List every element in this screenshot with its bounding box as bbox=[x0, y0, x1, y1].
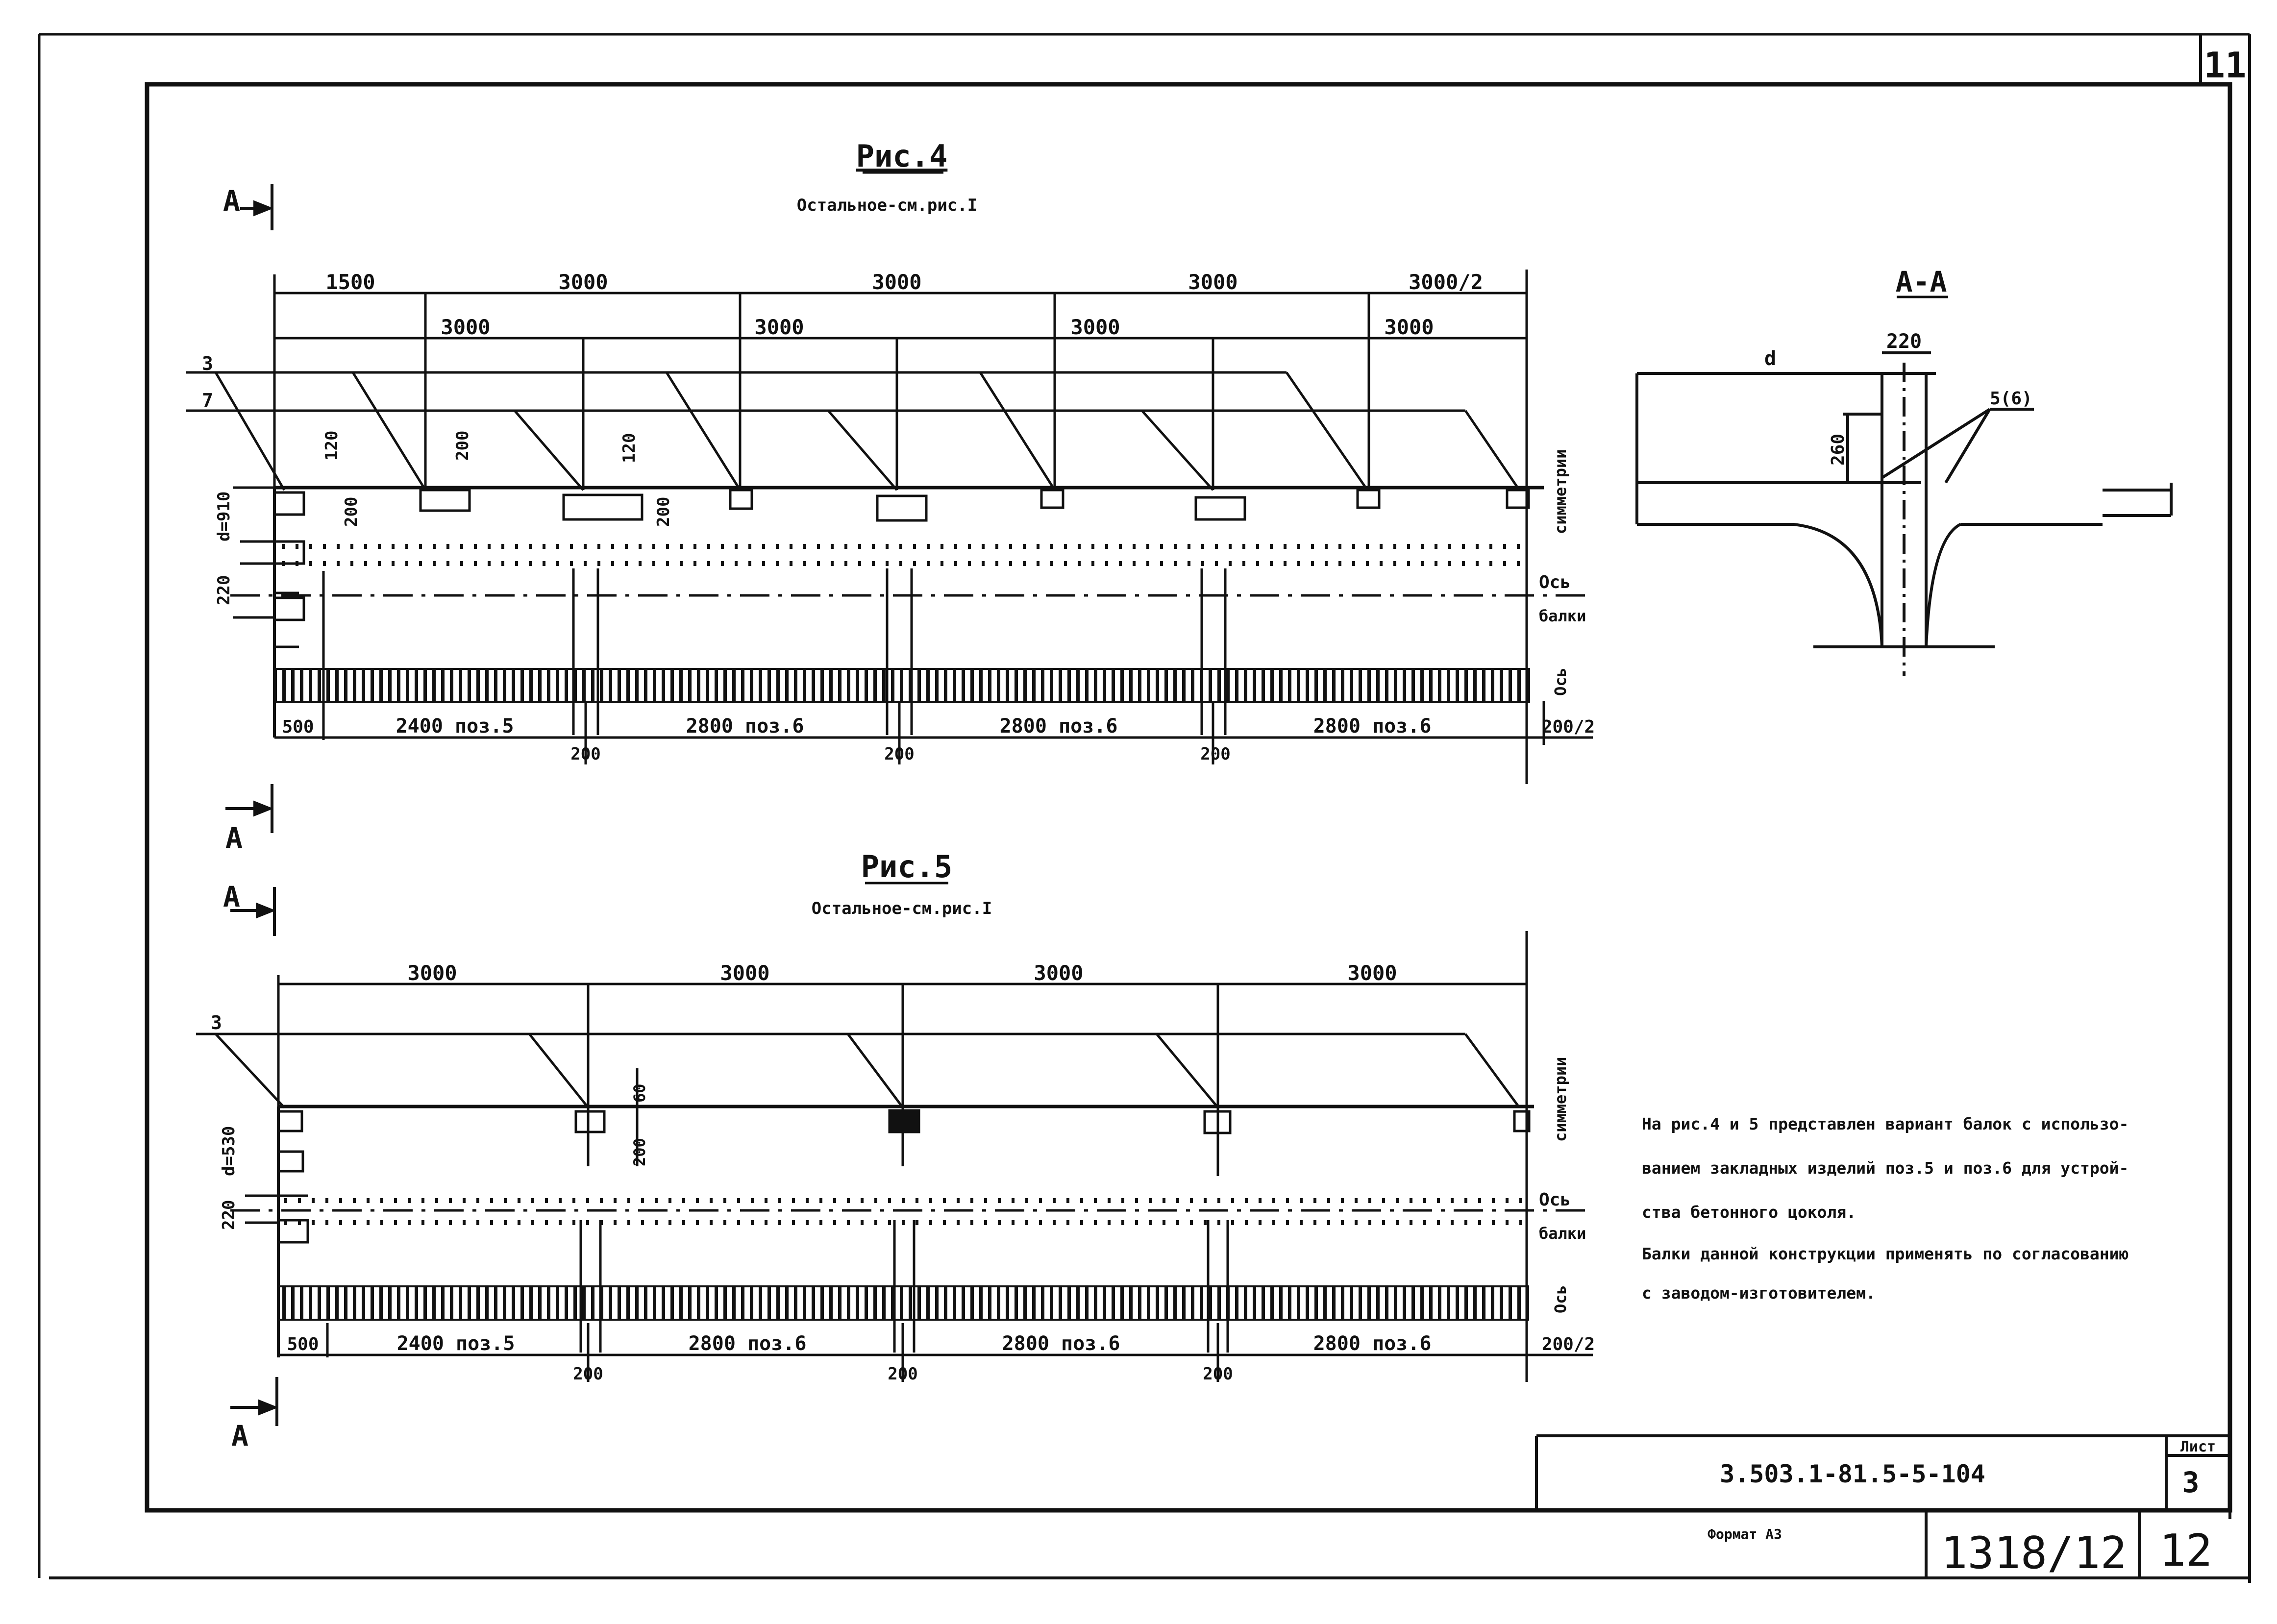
axis-label: симметрии bbox=[1551, 1057, 1570, 1142]
fig4-bottom-dim: 2800 поз.6 bbox=[1313, 715, 1432, 738]
fig4-callout: 3 bbox=[202, 353, 213, 374]
fig4-below-dim: 200 bbox=[884, 744, 914, 764]
fig4-second-dim: 3000 bbox=[1384, 315, 1434, 339]
section-aa-title: А-А bbox=[1896, 265, 1947, 298]
section-mark-bottom bbox=[225, 784, 274, 833]
fig4-small-dim: 200 bbox=[654, 497, 673, 527]
figure-4: Рис.4 Остальное-см.рис.I А А bbox=[186, 138, 1595, 855]
fig5-subtitle: Остальное-см.рис.I bbox=[812, 899, 992, 918]
fig5-dimension-lines bbox=[196, 931, 1593, 1382]
fig5-left-dim: 220 bbox=[219, 1200, 239, 1230]
reinforcement-hatch bbox=[273, 668, 1530, 703]
fig5-top-dim: 3000 bbox=[407, 961, 457, 985]
fig4-top-dim: 1500 bbox=[325, 270, 375, 294]
fig4-left-dim: d=910 bbox=[214, 492, 234, 541]
fig4-second-dim: 3000 bbox=[754, 315, 804, 339]
fig5-below-dim: 200 bbox=[573, 1364, 603, 1384]
fig5-bottom-dim: 2800 поз.6 bbox=[1002, 1332, 1120, 1355]
section-aa-height: 260 bbox=[1828, 434, 1848, 466]
section-letter-top: А bbox=[223, 880, 240, 913]
fig5-below-dim: 200 bbox=[1203, 1364, 1233, 1384]
fig4-below-dim: 200 bbox=[1200, 744, 1230, 764]
fig4-bottom-dim: 2800 поз.6 bbox=[686, 715, 804, 738]
sheet-frame bbox=[38, 33, 2251, 1583]
sheet-corner-number: 11 bbox=[2204, 45, 2247, 86]
fig5-top-dim: 3000 bbox=[720, 961, 769, 985]
fig4-top-dim: 3000/2 bbox=[1409, 270, 1483, 294]
fig4-top-dim: 3000 bbox=[1188, 270, 1238, 294]
section-mark-top bbox=[240, 184, 274, 230]
page-number: 12 bbox=[2159, 1525, 2212, 1576]
axis-label: Ось bbox=[1539, 1190, 1571, 1210]
fig4-bottom-dim: 2800 поз.6 bbox=[1000, 715, 1118, 738]
section-aa: А-А d 220 260 5(6) bbox=[1635, 265, 2173, 676]
fig5-callout: 3 bbox=[211, 1012, 222, 1033]
fig4-top-dim: 3000 bbox=[558, 270, 608, 294]
format-label: Формат А3 bbox=[1708, 1526, 1782, 1542]
fig5-bottom-dim: 2800 поз.6 bbox=[689, 1332, 807, 1355]
fig5-bottom-dim: 500 bbox=[287, 1334, 319, 1354]
fig5-bottom-dim: 2800 поз.6 bbox=[1313, 1332, 1432, 1355]
section-aa-callout: 5(6) bbox=[1990, 389, 2032, 409]
fig5-top-dim: 3000 bbox=[1034, 961, 1083, 985]
section-mark-bottom bbox=[230, 1377, 279, 1426]
section-aa-d: d bbox=[1764, 347, 1776, 370]
axis-label: Ось bbox=[1551, 1285, 1570, 1313]
fig4-inserts bbox=[273, 489, 1530, 522]
fig5-top-dim: 3000 bbox=[1347, 961, 1397, 985]
fig5-below-dim: 200 bbox=[888, 1364, 917, 1384]
fig4-second-dim: 3000 bbox=[441, 315, 490, 339]
fig5-title: Рис.5 bbox=[861, 849, 953, 885]
inventory-number: 1318/12 bbox=[1941, 1527, 2127, 1579]
fig5-inserts bbox=[277, 1068, 1531, 1166]
section-aa-width: 220 bbox=[1886, 330, 1922, 353]
axis-label: балки bbox=[1539, 607, 1586, 625]
figure-5: Рис.5 Остальное-см.рис.I А А bbox=[196, 849, 1595, 1452]
fig5-bottom-dim: 200/2 bbox=[1542, 1334, 1595, 1354]
fig4-small-dim: 120 bbox=[619, 433, 639, 463]
fig4-left-dim: 220 bbox=[214, 575, 234, 605]
fig4-small-dim: 200 bbox=[453, 431, 472, 461]
note-line: Балки данной конструкции применять по со… bbox=[1642, 1244, 2128, 1263]
section-mark-top bbox=[230, 887, 276, 936]
fig4-top-dim: 3000 bbox=[872, 270, 921, 294]
fig4-small-dim: 200 bbox=[342, 497, 361, 527]
note-line: ства бетонного цоколя. bbox=[1642, 1203, 1856, 1222]
fig5-small-dim: 60 bbox=[630, 1083, 649, 1103]
note-line: На рис.4 и 5 представлен вариант балок с… bbox=[1642, 1114, 2128, 1133]
note-line: с заводом-изготовителем. bbox=[1642, 1283, 1876, 1303]
fig4-bottom-dim: 2400 поз.5 bbox=[396, 715, 514, 738]
fig4-bottom-dim: 200/2 bbox=[1542, 717, 1595, 737]
doc-code: 3.503.1-81.5-5-104 bbox=[1720, 1460, 1985, 1488]
sheet-label: Лист bbox=[2180, 1438, 2216, 1455]
fig4-bottom-dim: 500 bbox=[282, 717, 314, 737]
axis-label: Ось bbox=[1551, 667, 1570, 696]
fig4-title: Рис.4 bbox=[856, 138, 948, 174]
fig4-below-dim: 200 bbox=[570, 744, 600, 764]
section-letter-top: А bbox=[223, 184, 240, 218]
axis-label: Ось bbox=[1539, 572, 1571, 592]
fig4-dimension-lines bbox=[186, 270, 1593, 784]
fig5-small-dim: 200 bbox=[630, 1138, 649, 1166]
sheet-number: 3 bbox=[2182, 1466, 2200, 1499]
axis-label: симметрии bbox=[1551, 449, 1570, 534]
axis-label: балки bbox=[1539, 1224, 1586, 1243]
fig4-small-dim: 120 bbox=[322, 431, 342, 461]
section-letter-bottom: А bbox=[231, 1419, 248, 1452]
fig5-bottom-dim: 2400 поз.5 bbox=[397, 1332, 515, 1355]
fig4-subtitle: Остальное-см.рис.I bbox=[797, 196, 977, 215]
fig4-callout: 7 bbox=[202, 390, 213, 411]
fig4-second-dim: 3000 bbox=[1070, 315, 1120, 339]
title-block bbox=[1535, 1434, 2230, 1578]
notes: На рис.4 и 5 представлен вариант балок с… bbox=[1642, 1114, 2128, 1303]
section-letter-bottom: А bbox=[225, 821, 243, 855]
note-line: ванием закладных изделий поз.5 и поз.6 д… bbox=[1642, 1158, 2128, 1178]
fig5-left-dim: d=530 bbox=[219, 1126, 239, 1176]
reinforcement-hatch bbox=[277, 1285, 1529, 1321]
